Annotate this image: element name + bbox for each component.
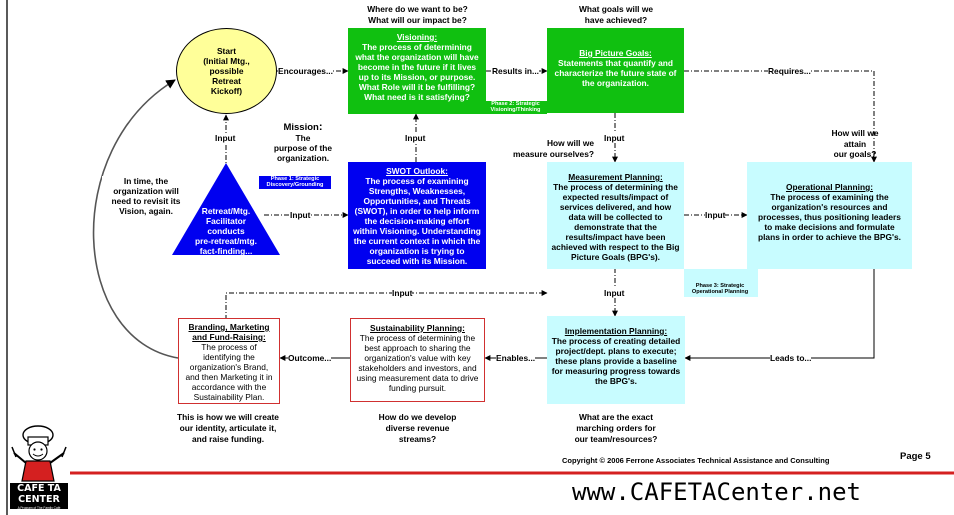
swot-box: SWOT Outlook: The process of examining S…: [348, 162, 486, 269]
measurement-title: Measurement Planning:: [568, 172, 663, 182]
branding-title: Branding, Marketing and Fund-Raising:: [188, 322, 270, 342]
question-revenue: How do we develop diverse revenue stream…: [378, 412, 457, 444]
big-picture-body: Statements that quantify and characteriz…: [554, 58, 677, 88]
visioning-title: Visioning:: [396, 32, 438, 42]
operational-planning-box: Operational Planning: The process of exa…: [747, 162, 912, 269]
branding-box: Branding, Marketing and Fund-Raising: Th…: [178, 318, 280, 404]
arrow-long-input: [225, 290, 548, 330]
question-marching: What are the exact marching orders for o…: [574, 412, 658, 444]
measurement-planning-box: Measurement Planning: The process of det…: [547, 162, 684, 269]
label-input-long: Input: [392, 288, 413, 298]
operational-title: Operational Planning:: [785, 182, 873, 192]
start-node: Start (Initial Mtg., possible Retreat Ki…: [176, 28, 277, 114]
start-text: Start (Initial Mtg., possible Retreat Ki…: [203, 46, 250, 96]
sustainability-body: The process of determining the best appr…: [356, 333, 479, 393]
question-identity: This is how we will create our identity,…: [177, 412, 279, 444]
arrow-leads-to: [684, 268, 875, 361]
phase2-label: Phase 2: Strategic Visioning/Thinking: [484, 101, 547, 114]
mission-note: Mission: The purpose of the organization…: [268, 121, 338, 164]
mission-body: The purpose of the organization.: [273, 133, 333, 163]
revisit-note: In time, the organization will need to r…: [102, 176, 190, 216]
measurement-body: The process of determining the expected …: [551, 182, 680, 262]
logo-text: CAFE TA CENTER: [17, 483, 61, 505]
label-input-measurement: Input: [604, 133, 625, 143]
label-input-operational: Input: [705, 210, 726, 220]
implementation-title: Implementation Planning:: [564, 326, 668, 336]
page-number: Page 5: [900, 451, 931, 462]
copyright-text: Copyright © 2006 Ferrone Associates Tech…: [562, 456, 830, 465]
label-input-swot: Input: [290, 210, 311, 220]
visioning-box: Visioning: The process of determining wh…: [348, 28, 486, 114]
retreat-triangle: [172, 163, 280, 255]
sustainability-title: Sustainability Planning:: [370, 323, 465, 333]
visioning-body: The process of determining what the orga…: [355, 42, 479, 102]
label-outcome: Outcome...: [288, 353, 332, 363]
label-leads-to: Leads to...: [770, 353, 812, 363]
retreat-text: Retreat/Mtg. Facilitator conducts pre-re…: [195, 206, 257, 256]
label-results-in: Results in...: [492, 66, 540, 76]
label-enables: Enables...: [496, 353, 536, 363]
label-input-implementation: Input: [604, 288, 625, 298]
phase1-label: Phase 1: Strategic Discovery/Grounding: [259, 176, 331, 189]
website-link[interactable]: www.CAFETACenter.net: [572, 478, 861, 506]
logo-tagline: A Program of The Family Café: [17, 506, 61, 510]
question-attain: How will we attain our goals?: [831, 128, 879, 159]
mission-head: Mission: [283, 122, 319, 133]
label-input-visioning: Input: [405, 133, 426, 143]
label-encourages: Encourages...: [278, 66, 333, 76]
sustainability-planning-box: Sustainability Planning: The process of …: [350, 318, 485, 402]
arrow-revisit-loop: [92, 79, 179, 359]
phase3-strip: [684, 269, 758, 297]
big-picture-goals-box: Big Picture Goals: Statements that quant…: [547, 28, 684, 113]
operational-body: The process of examining the organizatio…: [757, 192, 901, 242]
label-requires: Requires...: [768, 66, 811, 76]
branding-body: The process of identifying the organizat…: [185, 342, 273, 402]
mission-colon: :: [318, 121, 323, 133]
label-input-start: Input: [215, 133, 236, 143]
swot-title: SWOT Outlook:: [386, 166, 448, 176]
chef-icon: [10, 425, 68, 509]
swot-body: The process of examining Strengths, Weak…: [353, 176, 481, 266]
big-picture-title: Big Picture Goals:: [579, 48, 652, 58]
arrow-requires: [684, 70, 877, 163]
question-measure: How will we measure ourselves?: [512, 138, 594, 159]
question-vision-header: Where do we want to be? What will our im…: [367, 4, 468, 25]
cafe-ta-center-logo: CAFE TA CENTER A Program of The Family C…: [8, 423, 70, 513]
phase3-label: Phase 3: Strategic Operational Planning: [691, 283, 749, 296]
implementation-body: The process of creating detailed project…: [551, 336, 681, 386]
question-goals-header: What goals will we have achieved?: [579, 4, 653, 25]
implementation-planning-box: Implementation Planning: The process of …: [547, 316, 685, 404]
